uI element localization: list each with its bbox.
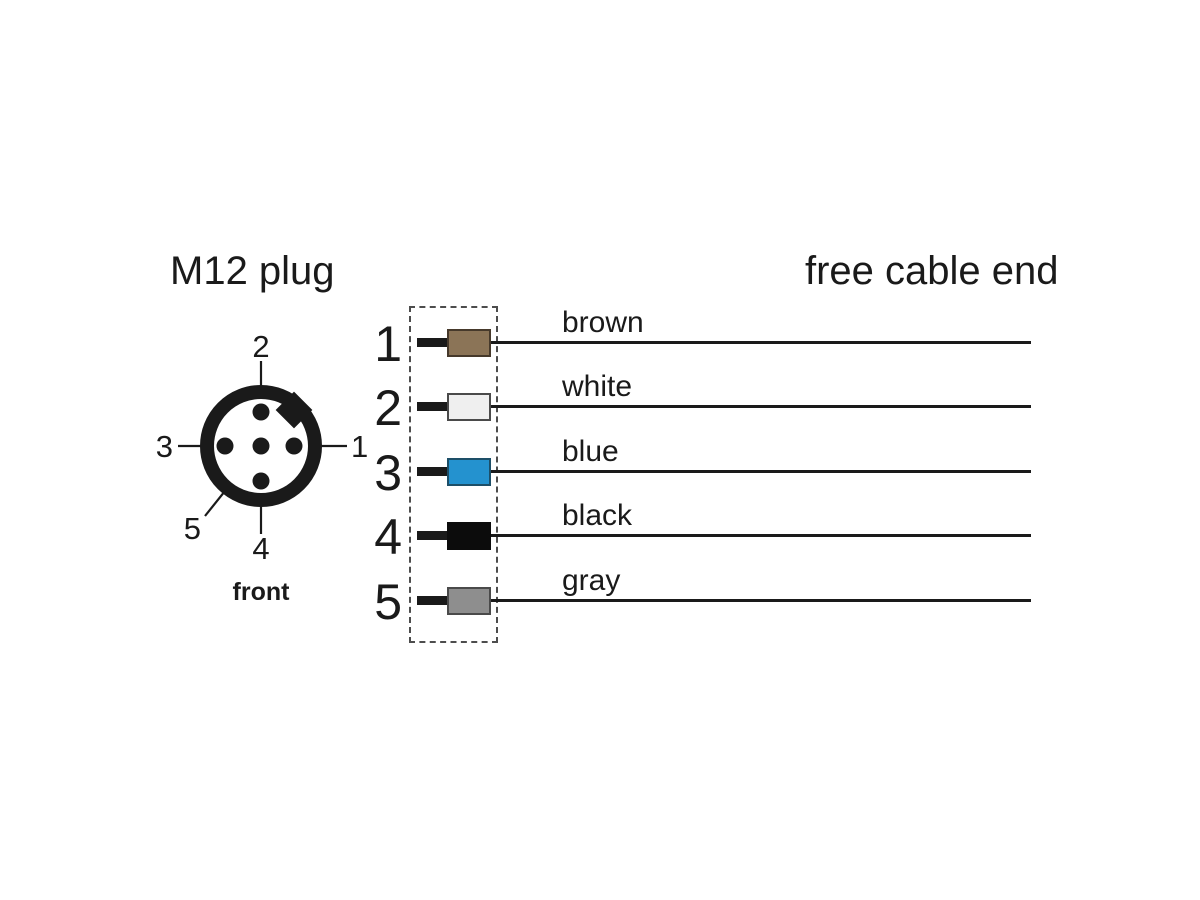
m12-connector-diagram: 2 1 3 4 5 front bbox=[156, 330, 369, 606]
pin-3-dot bbox=[216, 437, 234, 455]
pin-4-label: 4 bbox=[252, 531, 269, 566]
wire-line bbox=[491, 405, 1031, 408]
pin-5-label: 5 bbox=[184, 511, 201, 546]
pin-1-label: 1 bbox=[351, 429, 368, 464]
dashed-boundary-box bbox=[409, 306, 498, 643]
pin-2-dot bbox=[252, 403, 270, 421]
pin-4-dot bbox=[252, 472, 270, 490]
wire-line bbox=[491, 341, 1031, 344]
pin-2-label: 2 bbox=[252, 330, 269, 364]
pin-1-dot bbox=[285, 437, 303, 455]
wire-color-label: white bbox=[562, 370, 633, 403]
left-side-title: M12 plug bbox=[170, 249, 335, 293]
wire-color-label: brown bbox=[562, 306, 644, 339]
wire-line bbox=[491, 534, 1031, 537]
wire-color-label: blue bbox=[562, 435, 619, 468]
wire-line bbox=[491, 470, 1031, 473]
keying-notch-icon bbox=[275, 391, 313, 429]
wire-line bbox=[491, 599, 1031, 602]
right-side-title: free cable end bbox=[805, 249, 1059, 293]
wire-color-label: black bbox=[562, 499, 633, 532]
front-label: front bbox=[233, 578, 291, 606]
wire-color-label: gray bbox=[562, 564, 621, 597]
pin-5-dot bbox=[252, 437, 270, 455]
pin-3-label: 3 bbox=[156, 429, 173, 464]
